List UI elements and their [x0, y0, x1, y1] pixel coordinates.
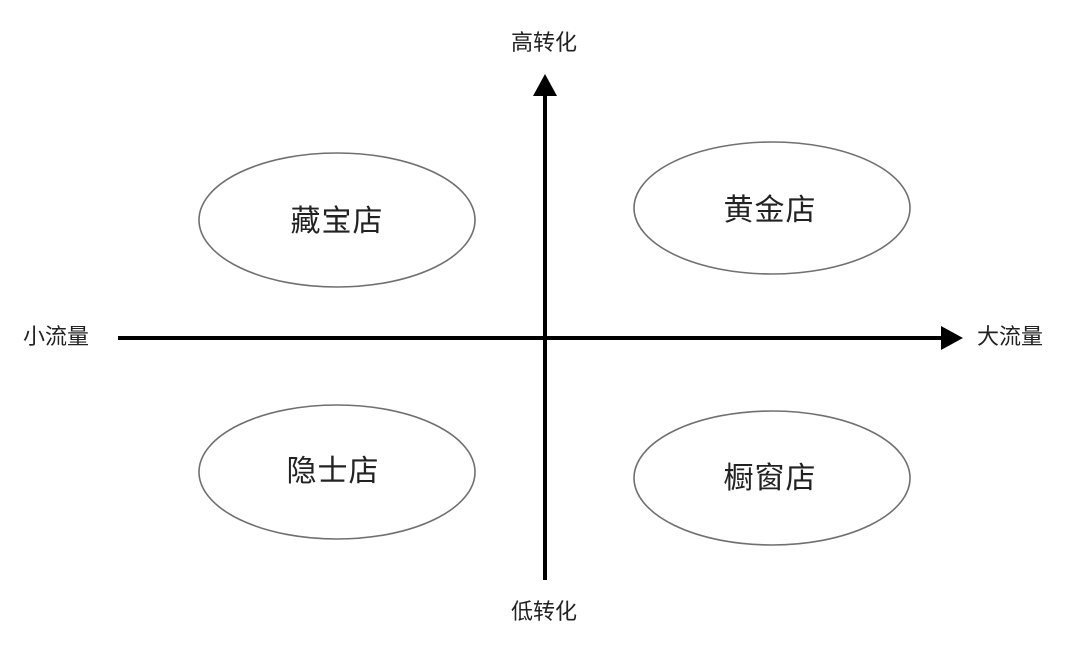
axis-label-bottom: 低转化	[511, 600, 578, 625]
quadrant-label-bottom-left: 隐士店	[286, 454, 380, 489]
ellipse-top-left	[198, 152, 476, 288]
ellipse-bottom-right	[633, 410, 911, 546]
axis-label-top: 高转化	[511, 31, 578, 56]
axis-label-left: 小流量	[23, 325, 90, 350]
ellipse-bottom-left	[198, 404, 476, 540]
vertical-axis-arrowhead	[533, 74, 557, 96]
axis-label-right: 大流量	[977, 325, 1044, 350]
horizontal-axis-arrowhead	[941, 326, 963, 350]
quadrant-label-top-left: 藏宝店	[290, 204, 384, 239]
ellipse-top-right	[633, 141, 911, 275]
quadrant-label-top-right: 黄金店	[723, 193, 817, 228]
quadrant-label-bottom-right: 橱窗店	[723, 461, 817, 496]
